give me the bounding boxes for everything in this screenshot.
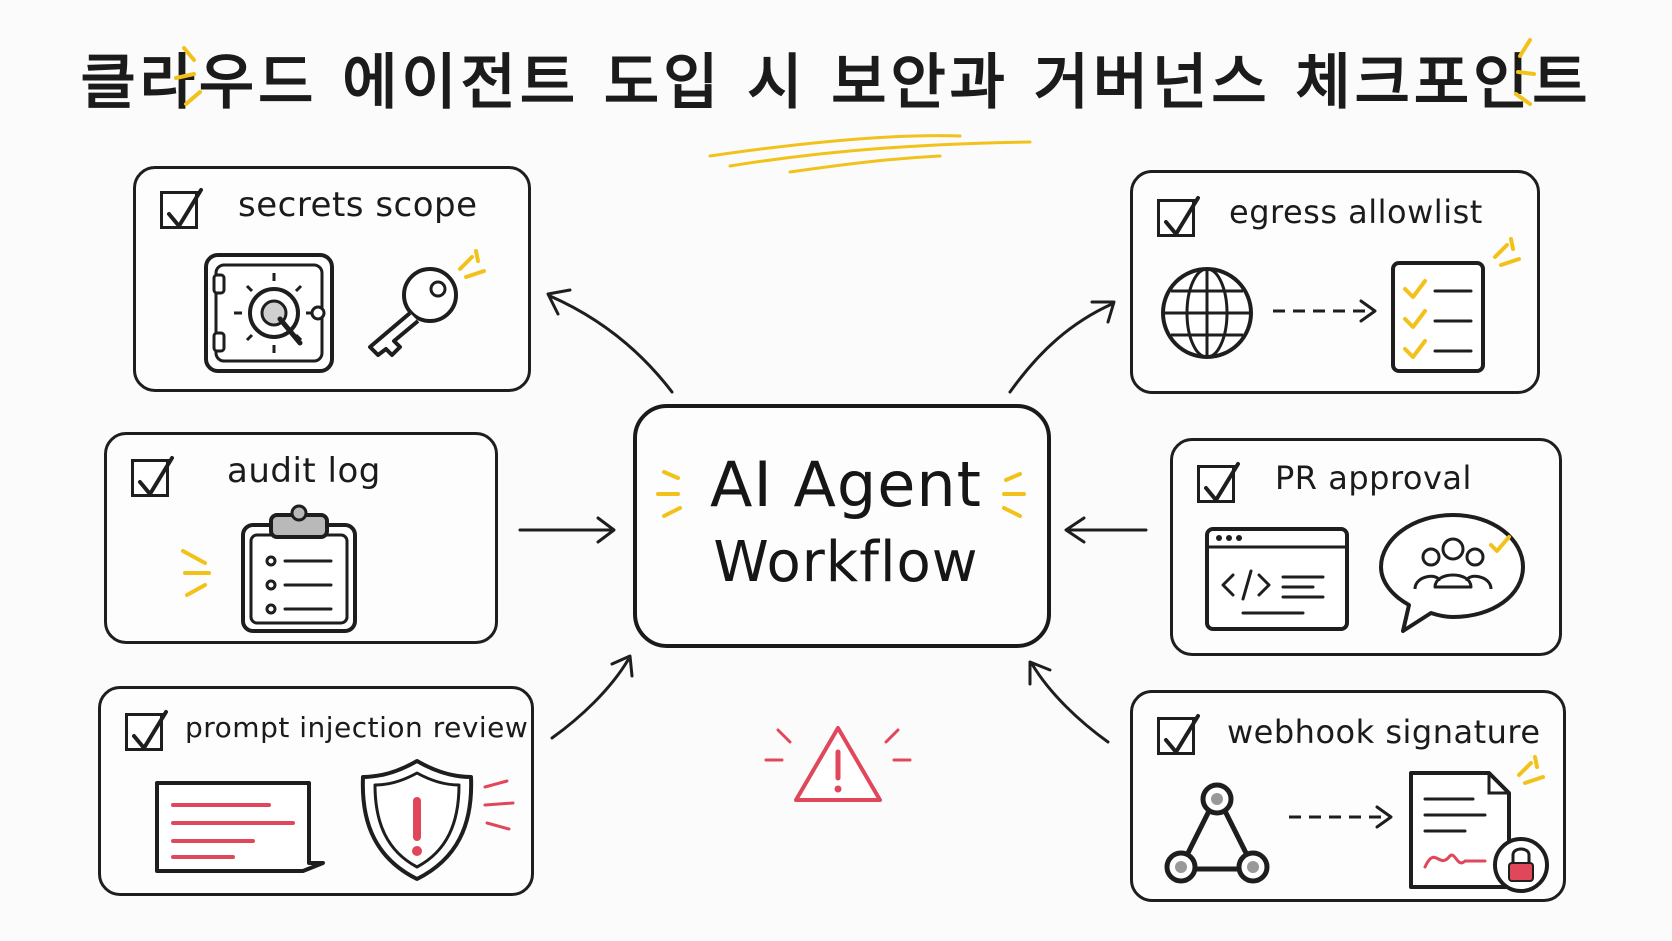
checkbox-checked-icon [131,456,174,497]
checkbox-checked-icon [1157,714,1200,755]
message-icon [155,781,325,873]
center-node: AI Agent Workflow [633,404,1051,648]
globe-icon [1161,267,1253,359]
checkbox-checked-icon [125,710,168,751]
webhook-icon [1164,782,1270,884]
shield-alert-icon [360,759,474,881]
checkbox-checked-icon [160,188,203,229]
card-label: prompt injection review [185,711,529,744]
alert-burst-icon [483,779,515,831]
center-title-line1: AI Agent [710,448,982,521]
signed-document-icon [1409,771,1549,893]
dashed-arrow [1273,299,1377,323]
team-bubble-icon [1379,513,1525,633]
safe-icon [204,253,334,373]
card-label: egress allowlist [1229,193,1483,231]
card-webhook-signature: webhook signature [1130,690,1566,902]
dashed-arrow [1289,805,1393,829]
arrow-to-egress [1008,302,1114,394]
sparkle-icon [458,249,486,279]
center-title-line2: Workflow [713,530,979,595]
sparkle-icon [1493,237,1521,267]
card-label: webhook signature [1227,713,1541,751]
sparkle-icon [1517,755,1545,785]
card-pr-approval: PR approval [1170,438,1562,656]
card-label: audit log [227,451,381,491]
key-icon [368,267,458,357]
clipboard-icon [241,504,357,633]
arrow-from-webhook [1030,662,1110,744]
card-egress-allowlist: egress allowlist [1130,170,1540,394]
checklist-icon [1391,261,1485,373]
page-title: 클라우드 에이전트 도입 시 보안과 거버넌스 체크포인트 [80,48,1592,118]
arrow-to-secrets [548,294,674,394]
card-label: secrets scope [238,185,478,225]
warning-icon [764,726,912,802]
checkbox-checked-icon [1197,462,1240,503]
card-secrets-scope: secrets scope [133,166,531,392]
card-label: PR approval [1275,459,1472,497]
checkbox-checked-icon [1157,196,1200,237]
arrow-from-prompt [550,658,630,740]
card-audit-log: audit log [104,432,498,644]
code-window-icon [1205,527,1349,631]
card-prompt-injection-review: prompt injection review [98,686,534,896]
title-underline [708,134,1032,174]
sparkle-icon [181,549,211,597]
